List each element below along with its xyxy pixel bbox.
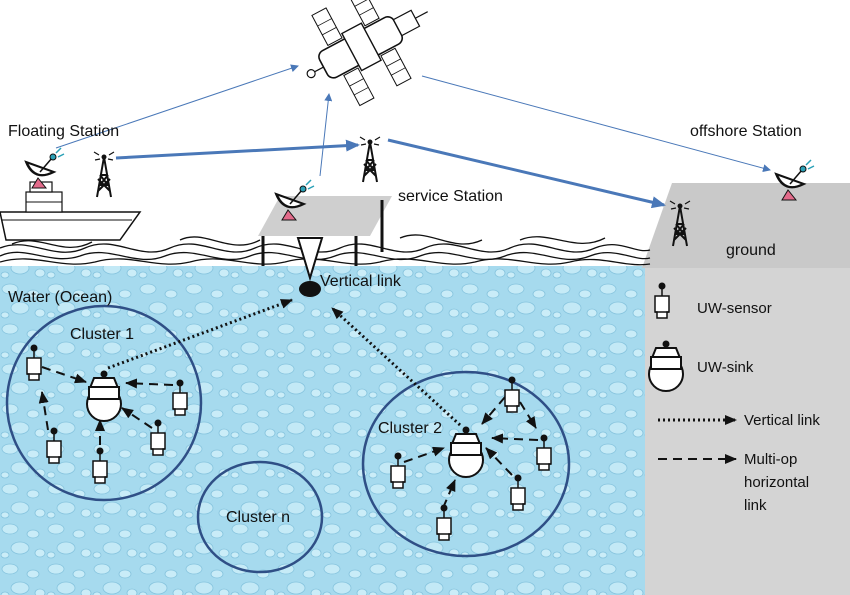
label-cluster-1: Cluster 1 bbox=[70, 326, 134, 343]
cluster-2-boundary bbox=[361, 370, 571, 558]
service-tower-icon bbox=[359, 136, 381, 183]
label-offshore-station: offshore Station bbox=[690, 123, 802, 140]
satellite-icon bbox=[306, 0, 428, 107]
legend-label-vertical-link: Vertical link bbox=[744, 412, 820, 429]
radio-links bbox=[55, 64, 771, 209]
ocean-water bbox=[0, 266, 645, 595]
legend-label-uw-sink: UW-sink bbox=[697, 359, 754, 376]
label-water: Water (Ocean) bbox=[8, 289, 112, 306]
legend-label-uw-sensor: UW-sensor bbox=[697, 300, 772, 317]
label-cluster-n: Cluster n bbox=[226, 509, 290, 526]
cluster-n-boundary bbox=[196, 460, 324, 574]
cluster-2-multihop-links bbox=[403, 396, 539, 509]
buoy-icon bbox=[296, 237, 324, 297]
legend-label-multihop-2: horizontal bbox=[744, 474, 809, 491]
ship-icon bbox=[0, 181, 142, 241]
waves bbox=[0, 234, 651, 266]
vertical-links bbox=[107, 298, 462, 427]
label-ground: ground bbox=[726, 242, 776, 259]
legend-label-multihop-1: Multi-op bbox=[744, 451, 797, 468]
label-cluster-2: Cluster 2 bbox=[378, 420, 442, 437]
cluster-1-multihop-links bbox=[38, 366, 174, 445]
floating-tower-icon bbox=[93, 151, 115, 198]
label-service-station: service Station bbox=[398, 188, 503, 205]
ground-platform bbox=[642, 183, 850, 268]
cluster-1-boundary bbox=[5, 304, 203, 502]
service-platform bbox=[258, 196, 392, 236]
legend-label-multihop-3: link bbox=[744, 497, 767, 514]
legend-panel bbox=[645, 266, 850, 595]
label-floating-station: Floating Station bbox=[8, 123, 119, 140]
label-vertical-link: Vertical link bbox=[320, 273, 402, 290]
